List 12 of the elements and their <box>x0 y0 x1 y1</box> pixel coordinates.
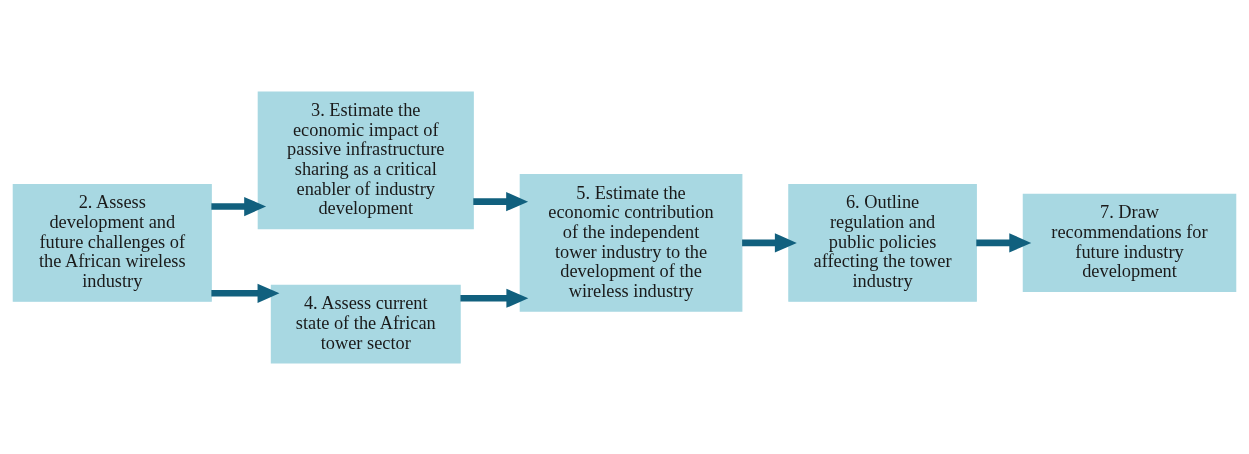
arrow <box>742 232 797 252</box>
node-box: 2. Assess development and future challenges of the African wireless industry <box>12 183 212 302</box>
node-box: 5. Estimate the economic contribution of the independent tower industry to the development of the wireless industry <box>519 173 743 312</box>
node-box: 4. Assess current state of the African tower sector <box>270 284 461 363</box>
arrow <box>211 283 280 303</box>
node-box: 7. Draw recommendations for future industry development <box>1022 193 1237 292</box>
arrow <box>976 232 1032 252</box>
arrow <box>211 196 267 216</box>
node-box: 6. Outline regulation and public policies affecting the tower industry <box>788 183 977 302</box>
arrow <box>460 288 529 308</box>
node-box: 3. Estimate the economic impact of passive infrastructure sharing as a critical enabler of industry development <box>257 91 474 229</box>
arrow <box>473 191 529 211</box>
